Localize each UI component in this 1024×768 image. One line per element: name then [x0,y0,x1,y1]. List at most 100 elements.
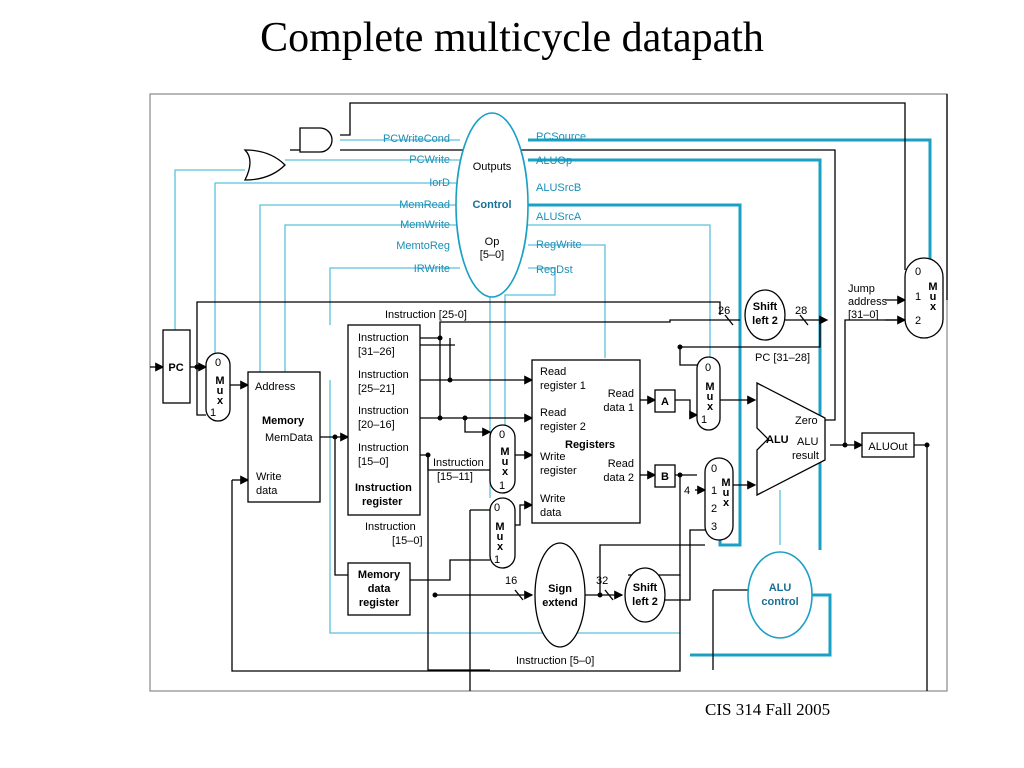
ir-field3-a: Instruction [358,405,409,417]
instruction-register: Instruction [31–26] Instruction [25–21] … [347,324,421,516]
alu-control-unit: ALU control [747,551,813,639]
reg-read-register-1-a: Read [540,366,566,378]
wr-mux-u: u [502,456,509,468]
register-a-label: A [661,396,669,408]
wr-mux-x: x [502,466,509,478]
alusrcb-mux-input-0: 0 [711,463,717,475]
label-width-16: 16 [505,575,517,587]
alusrca-mux: 0 M u x 1 [696,356,721,431]
memory-address-label: Address [255,381,296,393]
alusrca-mux-input-0: 0 [705,362,711,374]
pcsrc-mux-input-2: 2 [915,315,921,327]
sign-extend-line-1: Sign [548,583,572,595]
label-constant-4: 4 [684,485,690,497]
label-instruction-5-0: Instruction [5–0] [516,655,594,667]
label-width-32: 32 [596,575,608,587]
pc-register: PC [162,329,191,404]
jump-address-line-2: address [848,296,888,308]
signal-regwrite: RegWrite [536,239,582,251]
memory-data-label: data [256,485,278,497]
wd-mux-input-1: 1 [494,554,500,566]
alu-result-label-1: ALU [797,436,818,448]
ir-field2-a: Instruction [358,369,409,381]
signal-memread: MemRead [399,199,450,211]
signal-memwrite: MemWrite [400,219,450,231]
shift-left-2-lower: Shift left 2 [624,567,666,623]
memory-write-label: Write [256,471,281,483]
shift-lower-line-1: Shift [633,582,658,594]
jump-address-line-3: [31–0] [848,309,879,321]
mdr-line-3: register [359,597,400,609]
label-instruction-15-11-b: [15–11] [437,471,473,483]
and-gate [299,127,333,153]
memory-unit: Address Memory MemData Write data [247,371,321,503]
slide-title: Complete multicycle datapath [260,15,764,61]
label-width-28: 28 [795,305,807,317]
alusrcb-mux-input-1: 1 [711,485,717,497]
signal-regdst: RegDst [536,264,573,276]
pcsource-mux: 0 1 2 M u x [904,257,944,339]
pcsrc-mux-u: u [930,291,937,303]
ir-field1-a: Instruction [358,332,409,344]
diagram-frame [149,93,948,692]
control-op-label: Op [485,236,500,248]
mdr-line-1: Memory [358,569,401,581]
signal-pcsource: PCSource [536,131,586,143]
ir-field3-b: [20–16] [358,419,395,431]
control-left-signals: PCWriteCond PCWrite IorD MemRead MemWrit… [383,133,450,275]
label-width-26: 26 [718,305,730,317]
alusrca-mux-m: M [705,381,714,393]
slide-footer: CIS 314 Fall 2005 [705,700,831,719]
label-instruction-15-0-b: [15–0] [392,535,423,547]
write-register-mux: 0 M u x 1 [489,424,516,494]
register-a: A [654,389,676,413]
alu-name: ALU [766,434,789,446]
shift-lower-line-2: left 2 [632,596,658,608]
control-unit: Outputs Control Op [5–0] [455,112,529,298]
reg-write-register-b: register [540,465,577,477]
jump-address-line-1: Jump [848,283,875,295]
label-instruction-25-0: Instruction [25-0] [385,309,467,321]
or-gate [243,149,286,181]
wd-mux-u: u [497,531,504,543]
sign-extend-unit: Sign extend [534,542,586,648]
alu-control-line-1: ALU [769,582,792,594]
wd-mux-x: x [497,541,504,553]
ir-field4-b: [15–0] [358,456,389,468]
memory-name: Memory [262,415,305,427]
shift-upper-line-2: left 2 [752,315,778,327]
ir-field2-b: [25–21] [358,383,395,395]
signal-alusrca: ALUSrcA [536,211,582,223]
alu-result-label-2: result [792,450,819,462]
control-name: Control [472,199,511,211]
memory-data-register: Memory data register [347,562,411,616]
shift-left-2-upper: Shift left 2 [744,289,786,341]
signal-pcwrite: PCWrite [409,154,450,166]
registers-name: Registers [565,439,615,451]
mdr-line-2: data [368,583,392,595]
pc-mux-input-0: 0 [215,357,221,369]
register-file: Read register 1 Read register 2 Register… [531,359,641,524]
alu: ALU Zero ALU result [756,381,826,497]
pc-label: PC [168,362,183,374]
reg-read-register-2-a: Read [540,407,566,419]
reg-read-register-1-b: register 1 [540,380,586,392]
alusrcb-mux-m: M [721,477,730,489]
signal-aluop: ALUOp [536,155,572,167]
label-instruction-15-11-a: Instruction [433,457,484,469]
reg-read-data-1-b: data 1 [603,402,634,414]
reg-write-data-b: data [540,507,562,519]
reg-write-data-a: Write [540,493,565,505]
pc-mux-u: u [217,385,224,397]
alusrca-mux-u: u [707,391,714,403]
ir-field1-b: [31–26] [358,346,395,358]
register-b: B [654,464,676,488]
shift-upper-line-1: Shift [753,301,778,313]
signal-irwrite: IRWrite [414,263,450,275]
wr-mux-input-0: 0 [499,429,505,441]
wd-mux-input-0: 0 [494,502,500,514]
register-b-label: B [661,471,669,483]
pcsrc-mux-x: x [930,301,937,313]
signal-alusrcb: ALUSrcB [536,182,581,194]
